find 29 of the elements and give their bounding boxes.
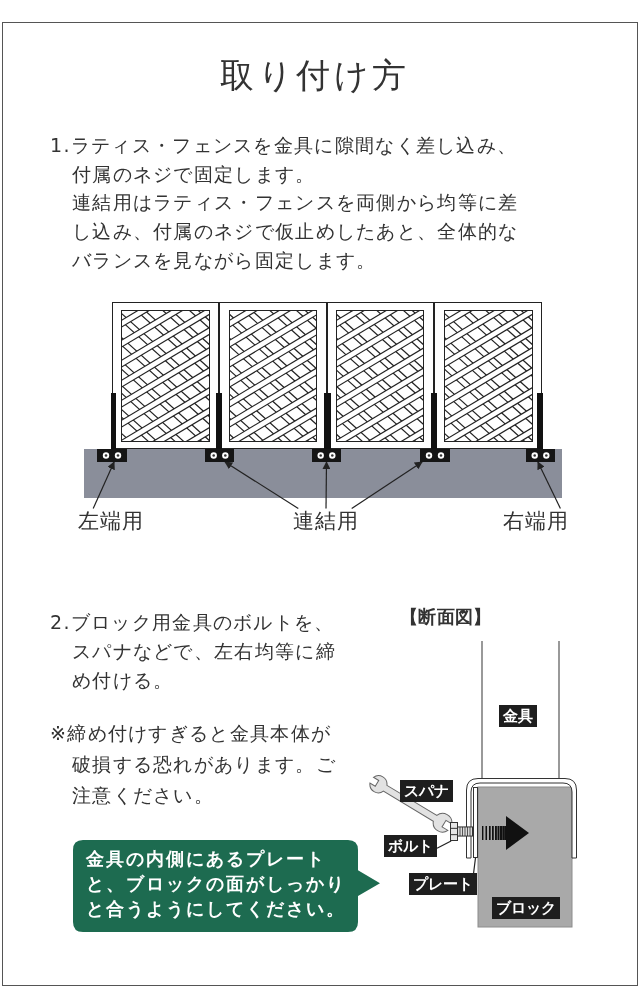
instruction-text: 2.ブロック用金具のボルトを、スパナなどで、左右均等に締め付ける。	[50, 609, 337, 693]
part-tag: スパナ	[400, 780, 453, 802]
part-label: 右端用	[503, 508, 569, 533]
instruction-text: 1.ラティス・フェンスを金具に隙間なく差し込み、付属のネジで固定します。	[50, 133, 519, 187]
leader-line	[436, 840, 452, 849]
section-heading: 【断面図】	[400, 604, 492, 629]
part-tag: プレート	[409, 873, 477, 895]
speech-bubble	[73, 840, 380, 932]
leader-arrow	[537, 461, 561, 510]
leader-arrow	[322, 461, 331, 510]
bracket	[205, 449, 234, 462]
bolt	[450, 822, 473, 841]
bubble-text: 金具の内側にあるプレートと、ブロックの面がしっかりと合うようにしてください。	[86, 847, 347, 921]
leader-arrow	[351, 461, 423, 510]
part-tag: ボルト	[384, 835, 437, 857]
part-tag: ブロック	[492, 897, 560, 919]
title: 取り付け方	[220, 54, 410, 97]
instruction-text: 連結用はラティス・フェンスを両側から均等に差し込み、付属のネジで仮止めしたあと、全体的なバランスを見ながら固定します。	[72, 190, 520, 273]
bracket	[526, 449, 555, 462]
bracket	[420, 449, 450, 462]
leader-line	[473, 857, 477, 874]
part-tag: 金具	[499, 705, 537, 727]
bracket	[312, 449, 341, 462]
caution-note: ※締め付けすぎると金具本体が破損する恐れがあります。ご注意ください。	[50, 720, 337, 808]
bracket	[97, 449, 127, 462]
plate	[473, 787, 478, 858]
leader-arrow	[224, 461, 299, 510]
part-label: 左端用	[78, 508, 144, 533]
part-label: 連結用	[293, 508, 359, 533]
